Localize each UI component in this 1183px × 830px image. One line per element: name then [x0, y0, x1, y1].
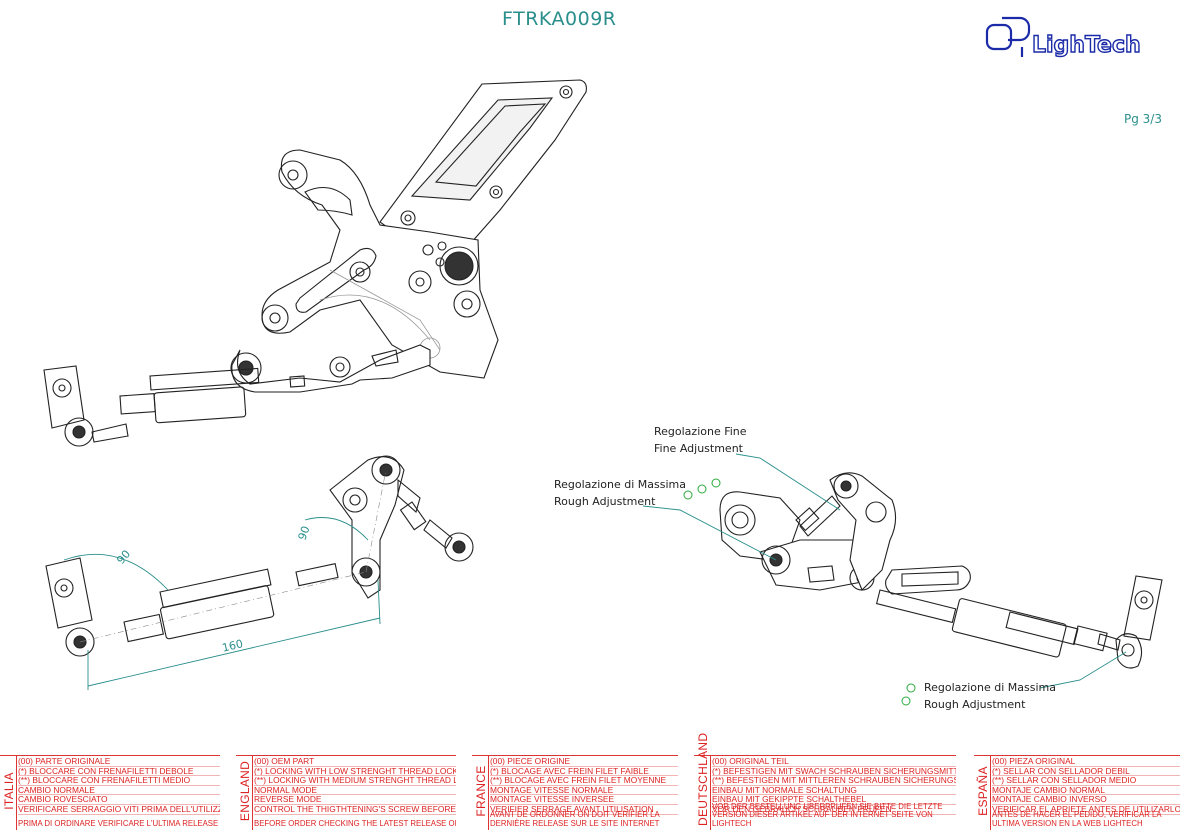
fine-adjustment-callout: Regolazione Fine Fine Adjustment	[654, 423, 747, 457]
legend-line: MONTAJE CAMBIO INVERSO	[992, 795, 1180, 805]
legend-line: (*) BLOCCARE CON FRENAFILETTI DEBOLE	[18, 767, 220, 777]
legend-footnote: ANTES DE HACER EL PEDIDO, VERIFICAR LA U…	[992, 811, 1162, 828]
legend-line: (**) BEFESTIGEN MIT MITTLEREN SCHRAUBEN …	[712, 776, 956, 786]
technical-drawing: 90 90 160	[43, 79, 1163, 706]
multilingual-legend: ITALIA (00) PARTE ORIGINALE (*) BLOCCARE…	[0, 732, 1183, 830]
legend-line: (00) OEM PART	[254, 757, 456, 767]
legend-france: FRANCE (00) PIECE ORIGINE (*) BLOCAGE AV…	[472, 755, 678, 830]
legend-country: DEUTSCHLAND	[696, 732, 710, 826]
lightech-logo: LighTech	[984, 14, 1164, 65]
legend-line: VERIFICAR EL APRIETE ANTES DE UTILIZARLO	[992, 804, 1180, 815]
legend-line: CAMBIO NORMALE	[18, 786, 220, 796]
legend-country: FRANCE	[474, 765, 488, 817]
legend-line: (00) PIECE ORIGINE	[490, 757, 678, 767]
length-dimension: 160	[221, 637, 244, 654]
rough-adjustment-callout-2: Regolazione di Massima Rough Adjustment	[924, 679, 1056, 713]
legend-england: ENGLAND (00) OEM PART (*) LOCKING WITH L…	[236, 755, 456, 830]
legend-footnote: VOR DER BESTELLUNG ÜBERPRÜFEN SIE BITTE …	[712, 802, 943, 828]
legend-line: (**) BLOCAGE AVEC FREIN FILET MOYENNE	[490, 776, 678, 786]
legend-country: ITALIA	[2, 772, 16, 810]
rough-adjustment-label-it: Regolazione di Massima	[554, 478, 686, 491]
legend-footnote: PRIMA DI ORDINARE VERIFICARE L'ULTIMA RE…	[18, 819, 220, 828]
legend-line: (*) SELLAR CON SELLADOR DEBIL	[992, 767, 1180, 777]
legend-line: (*) LOCKING WITH LOW STRENGHT THREAD LOC…	[254, 766, 456, 777]
legend-deutschland: DEUTSCHLAND (00) ORIGINAL TEIL (*) BEFES…	[694, 732, 956, 830]
legend-line: (00) ORIGINAL TEIL	[712, 757, 956, 767]
legend-footnote: BEFORE ORDER CHECKING THE LATEST RELEASE…	[254, 819, 456, 828]
legend-line: EINBAU MIT NORMALE SCHALTUNG	[712, 786, 956, 796]
legend-line: VERIFIER SERRAGE AVANT UTILISATION	[490, 805, 678, 815]
legend-line: MONTAGE VITESSE NORMALE	[490, 786, 678, 796]
page-number: Pg 3/3	[1124, 112, 1162, 126]
rough-adjustment-label-en: Rough Adjustment	[554, 495, 656, 508]
fine-adjustment-label-en: Fine Adjustment	[654, 442, 743, 455]
legend-country: ESPAÑA	[976, 766, 990, 816]
bottom-left-view	[45, 455, 474, 690]
legend-footnote: AVANT DE ORDONNER ON DOIT VÉRIFIER LA DE…	[490, 811, 660, 828]
legend-line: CAMBIO ROVESCIATO	[18, 795, 220, 805]
legend-espana: ESPAÑA (00) PIEZA ORIGINAL (*) SELLAR CO…	[974, 755, 1180, 830]
legend-line: MONTAJE CAMBIO NORMAL	[992, 786, 1180, 796]
legend-line: (**) SELLAR CON SELLADOR MEDIO	[992, 776, 1180, 786]
legend-line: (00) PARTE ORIGINALE	[18, 757, 220, 767]
fine-adjustment-label-it: Regolazione Fine	[654, 425, 747, 438]
rough-adjustment-label-it: Regolazione di Massima	[924, 681, 1056, 694]
legend-line: (*) BLOCAGE AVEC FREIN FILET FAIBLE	[490, 767, 678, 777]
legend-country: ENGLAND	[238, 760, 252, 822]
legend-line: VERIFICARE SERRAGGIO VITI PRIMA DELL'UTI…	[18, 804, 220, 815]
right-view	[719, 472, 1163, 669]
legend-line: EINBAU MIT GEKIPPTE SCHALTHEBEL	[712, 795, 956, 805]
legend-line: MONTAGE VITESSE INVERSEE	[490, 795, 678, 805]
legend-line: (*) BEFESTIGEN MIT SWACH SCHRAUBEN SICHE…	[712, 766, 956, 777]
legend-line: NORMAL MODE	[254, 786, 456, 796]
logo-wordmark: LighTech	[1032, 33, 1141, 58]
rough-adjustment-label-en: Rough Adjustment	[924, 698, 1026, 711]
legend-italia: ITALIA (00) PARTE ORIGINALE (*) BLOCCARE…	[0, 755, 220, 830]
angle-dimension-right: 90	[296, 524, 313, 542]
legend-line: CONTROL THE THIGTHTENING'S SCREW BEFORE …	[254, 804, 456, 815]
legend-line: VOR DEN GEBRAUCH SCHRAUBEN PRÜFEN	[712, 805, 956, 815]
legend-line: REVERSE MODE	[254, 795, 456, 805]
drawing-title: FTRKA009R	[502, 8, 617, 30]
top-assembly-view	[43, 79, 587, 447]
legend-line: (**) LOCKING WITH MEDIUM STRENGHT THREAD…	[254, 776, 456, 786]
angle-dimension-left: 90	[114, 548, 133, 567]
legend-line: (**) BLOCCARE CON FRENAFILETTI MEDIO	[18, 776, 220, 786]
legend-line: (00) PIEZA ORIGINAL	[992, 757, 1180, 767]
rough-adjustment-callout-1: Regolazione di Massima Rough Adjustment	[554, 476, 686, 510]
